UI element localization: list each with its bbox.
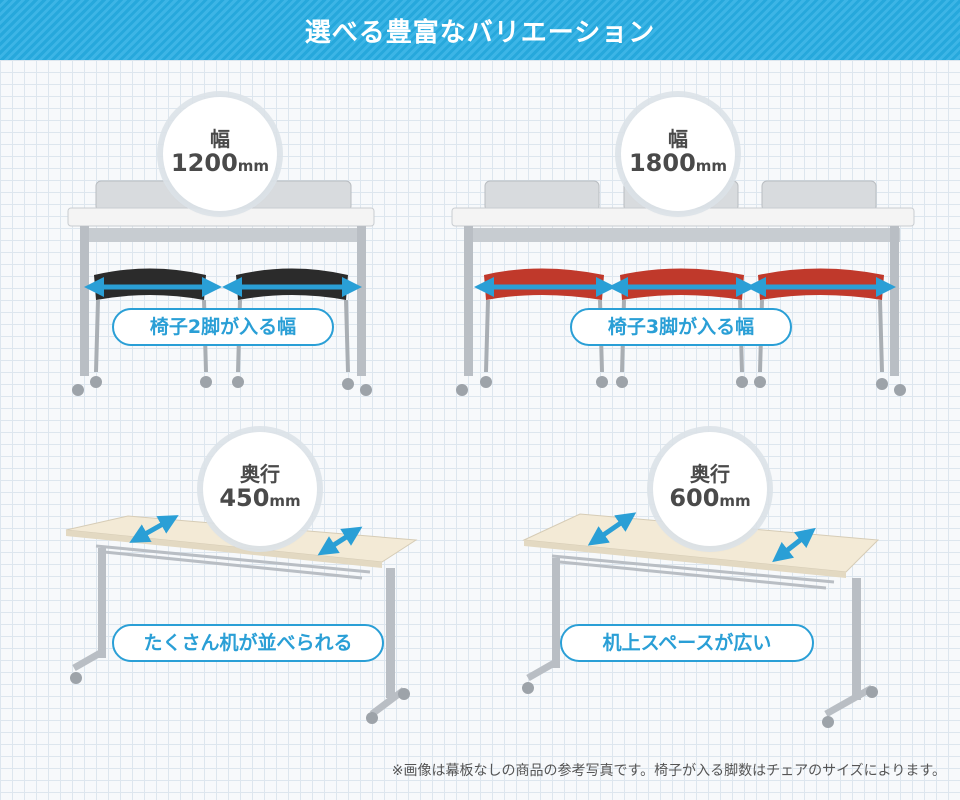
caption-depth-450: たくさん机が並べられる (112, 624, 384, 662)
size-badge-unit: mm (719, 492, 751, 510)
size-badge-depth-450: 奥行 450mm (203, 432, 317, 546)
caption-width-1200: 椅子2脚が入る幅 (112, 308, 334, 346)
size-badge-value: 600 (669, 484, 720, 512)
table-1200-image (67, 180, 375, 396)
size-badge-value: 1800 (628, 149, 696, 177)
page-title: 選べる豊富なバリエーション (304, 18, 656, 48)
size-badge-label: 幅 (668, 127, 688, 151)
size-badge-unit: mm (237, 157, 270, 175)
size-badge-label: 幅 (210, 127, 230, 151)
size-badge-depth-600: 奥行 600mm (653, 432, 767, 546)
size-badge-width-1200: 幅 1200mm (163, 97, 277, 211)
size-badge-value: 450 (219, 484, 270, 512)
size-badge-value: 1200 (170, 149, 238, 177)
table-depth-450-image (65, 515, 418, 724)
table-depth-600-image (522, 512, 880, 728)
size-badge-unit: mm (269, 492, 301, 510)
footnote: ※画像は幕板なしの商品の参考写真です。椅子が入る脚数はチェアのサイズによります。 (391, 763, 946, 779)
size-badge-width-1800: 幅 1800mm (621, 97, 735, 211)
caption-width-1800: 椅子3脚が入る幅 (570, 308, 792, 346)
caption-depth-600: 机上スペースが広い (560, 624, 814, 662)
size-badge-label: 奥行 (240, 462, 280, 486)
size-badge-label: 奥行 (690, 462, 730, 486)
header-banner: 選べる豊富なバリエーション (0, 0, 960, 60)
table-1800-image (451, 180, 915, 396)
size-badge-unit: mm (695, 157, 728, 175)
